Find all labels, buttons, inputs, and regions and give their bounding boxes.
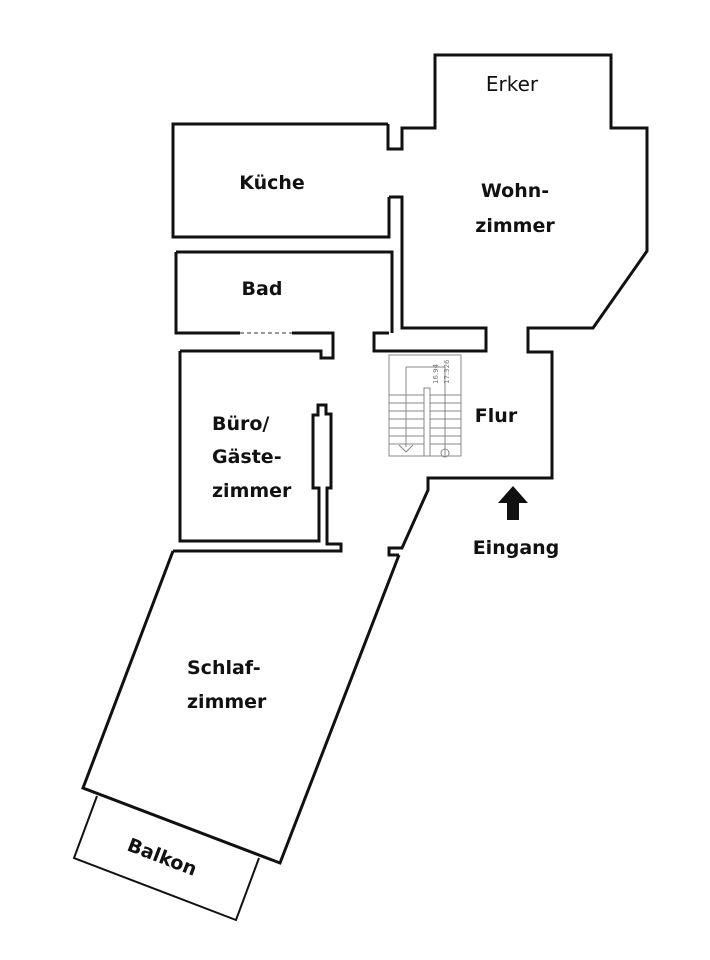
room-label-buero-2: Gäste- xyxy=(212,446,282,468)
wall-buero xyxy=(173,351,343,553)
wall-bad xyxy=(176,250,394,333)
stair-label-1: 16.94 xyxy=(432,363,440,384)
room-label-wohnzimmer-1: Wohn- xyxy=(481,180,549,202)
room-label-schlafzimmer-1: Schlaf- xyxy=(187,657,261,679)
wall-balkon xyxy=(72,795,260,922)
room-label-erker: Erker xyxy=(486,72,539,96)
arrow-up-icon xyxy=(498,486,528,520)
wall-bad-bottom xyxy=(180,331,335,360)
room-label-buero-1: Büro/ xyxy=(212,413,269,435)
room-label-balkon: Balkon xyxy=(124,834,200,881)
wall-kueche xyxy=(171,122,391,239)
room-label-kueche: Küche xyxy=(239,172,305,194)
room-label-bad: Bad xyxy=(242,278,283,300)
wall-schlafzimmer xyxy=(81,550,401,865)
stair-label-2: 17.326 xyxy=(443,359,451,384)
wall-kueche-stub xyxy=(386,53,649,557)
room-label-wohnzimmer-2: zimmer xyxy=(475,215,555,237)
wall-corridor-vertical xyxy=(372,195,488,353)
room-label-flur: Flur xyxy=(475,405,518,427)
room-label-schlafzimmer-2: zimmer xyxy=(187,691,267,713)
entrance-label: Eingang xyxy=(473,537,560,559)
staircase: 16.94 17.326 xyxy=(388,354,462,458)
wall-bad-left xyxy=(174,252,240,335)
room-label-buero-3: zimmer xyxy=(212,480,292,502)
